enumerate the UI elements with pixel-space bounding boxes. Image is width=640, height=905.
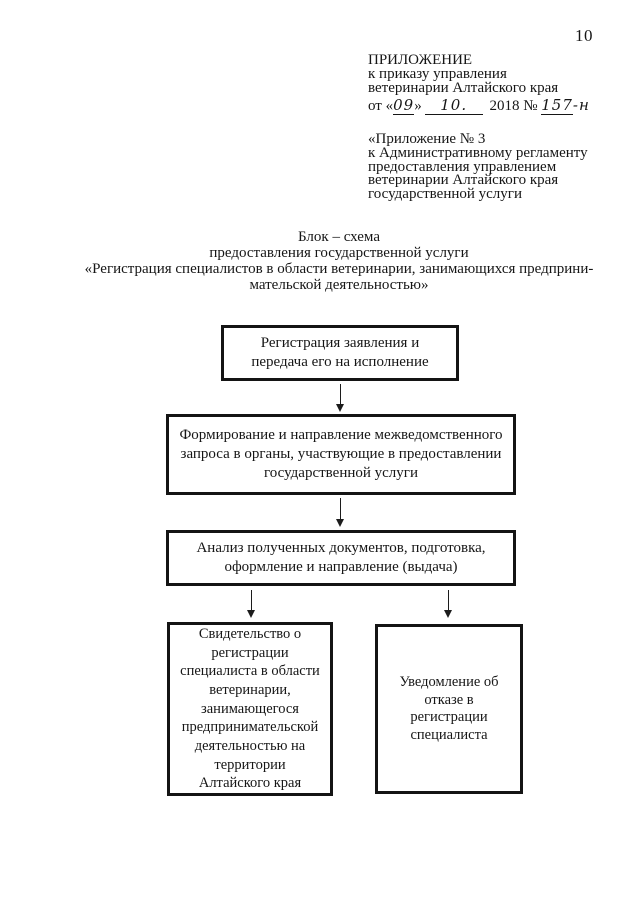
order-date-line: от «09»10. 2018 № 157-н [368, 96, 590, 115]
sub-appendix-line: «Приложение № 3 [368, 131, 486, 147]
sub-appendix-line: ветеринарии Алтайского края [368, 172, 559, 189]
arrow-down-icon [336, 384, 345, 412]
sub-appendix-line: государственной услуги [368, 186, 522, 203]
sub-appendix-header: «Приложение № 3 к Административному регл… [368, 131, 588, 203]
date-after-day: » [414, 98, 422, 114]
title-line: Блок – схема [298, 229, 380, 245]
flowchart-box-certificate: Свидетельство о регистрации специалиста … [167, 622, 333, 796]
arrow-shaft [250, 590, 253, 611]
appendix-line: ПРИЛОЖЕНИЕ [368, 52, 473, 68]
arrow-shaft [447, 590, 450, 611]
arrow-shaft [339, 498, 342, 520]
arrow-shaft [339, 384, 342, 405]
flowchart-box-registration: Регистрация заявления и передача его на … [221, 325, 459, 381]
title-line: предоставления государственной услуги [209, 245, 469, 261]
flowchart-box-analysis: Анализ полученных документов, подготовка… [166, 530, 516, 586]
date-prefix: от « [368, 98, 394, 114]
arrow-down-icon [444, 590, 453, 618]
title-line: «Регистрация специалистов в области вете… [84, 261, 594, 277]
flowchart-box-interagency-request: Формирование и направление межведомствен… [166, 414, 516, 495]
page-number: 10 [575, 26, 593, 45]
sub-appendix-line: к Административному регламенту [368, 144, 588, 161]
arrow-head [247, 610, 255, 618]
date-year-number: 2018 № [489, 98, 538, 114]
arrow-head [336, 519, 344, 527]
appendix-header: ПРИЛОЖЕНИЕ к приказу управления ветерина… [368, 52, 559, 96]
appendix-line: ветеринарии Алтайского края [368, 79, 559, 96]
sub-appendix-line: предоставления управлением [368, 158, 557, 175]
arrow-down-icon [247, 590, 256, 618]
handwritten-day: 09 [393, 96, 415, 115]
arrow-down-icon [336, 498, 345, 527]
title-line: мательской деятельностью» [249, 277, 429, 293]
appendix-line: к приказу управления [368, 65, 507, 82]
handwritten-month: 10. [424, 96, 483, 115]
arrow-head [444, 610, 452, 618]
handwritten-order-number: 157 [541, 96, 573, 115]
flowchart-box-refusal-notice: Уведомление об отказе в регистрации спец… [375, 624, 523, 794]
document-title: Блок – схема предоставления государствен… [39, 229, 639, 293]
arrow-head [336, 404, 344, 412]
handwritten-order-suffix: -н [572, 96, 590, 114]
